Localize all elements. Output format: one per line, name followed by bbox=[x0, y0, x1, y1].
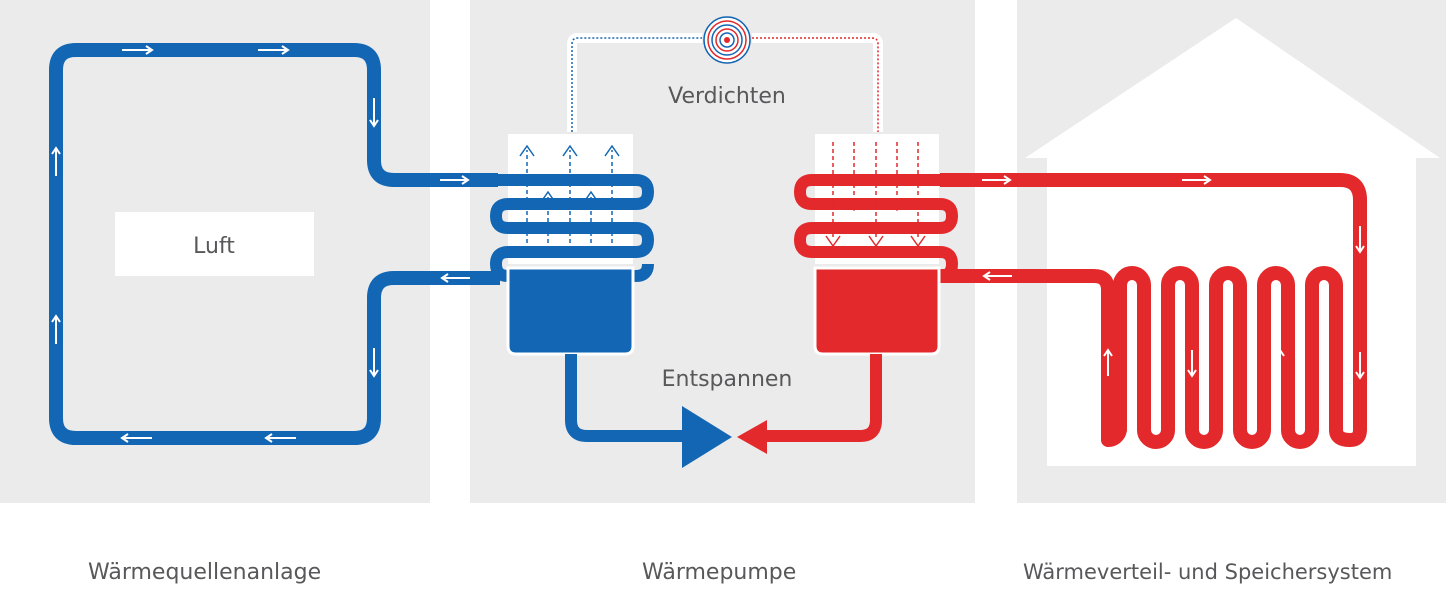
distribution-loop bbox=[940, 173, 1367, 449]
arrow-icon bbox=[258, 45, 290, 55]
flow-arrows bbox=[51, 45, 1365, 443]
arrow-icon bbox=[1355, 226, 1365, 254]
arrow-icon bbox=[369, 98, 379, 128]
source-loop bbox=[49, 43, 500, 445]
arrow-icon bbox=[51, 146, 61, 176]
arrow-icon bbox=[264, 433, 296, 443]
arrow-icon bbox=[440, 175, 470, 185]
arrow-icon bbox=[122, 45, 154, 55]
compress-label: Verdichten bbox=[668, 84, 786, 109]
arrow-icon bbox=[1355, 352, 1365, 380]
source-label-box bbox=[115, 212, 314, 276]
liquid-line-red bbox=[760, 354, 882, 442]
compressor-icon bbox=[703, 16, 751, 64]
arrow-icon bbox=[51, 314, 61, 344]
caption-pump: Wärmepumpe bbox=[642, 560, 797, 585]
arrow-icon bbox=[982, 175, 1012, 185]
arrow-icon bbox=[1103, 348, 1113, 376]
caption-source: Wärmequellenanlage bbox=[88, 560, 322, 585]
condenser bbox=[793, 134, 959, 356]
arrow-icon bbox=[120, 433, 152, 443]
expand-label: Entspannen bbox=[662, 367, 793, 392]
liquid-line-blue bbox=[565, 354, 690, 442]
arrow-icon bbox=[982, 271, 1012, 281]
arrow-icon bbox=[369, 348, 379, 378]
arrow-icon bbox=[1275, 348, 1285, 376]
arrow-icon bbox=[1187, 350, 1197, 378]
arrow-icon bbox=[440, 273, 470, 283]
expansion-valve-icon bbox=[682, 406, 767, 468]
source-label: Luft bbox=[193, 234, 235, 259]
caption-distribution: Wärmeverteil- und Speichersystem bbox=[1023, 560, 1393, 584]
arrow-icon bbox=[1182, 175, 1212, 185]
evaporator bbox=[489, 134, 655, 356]
